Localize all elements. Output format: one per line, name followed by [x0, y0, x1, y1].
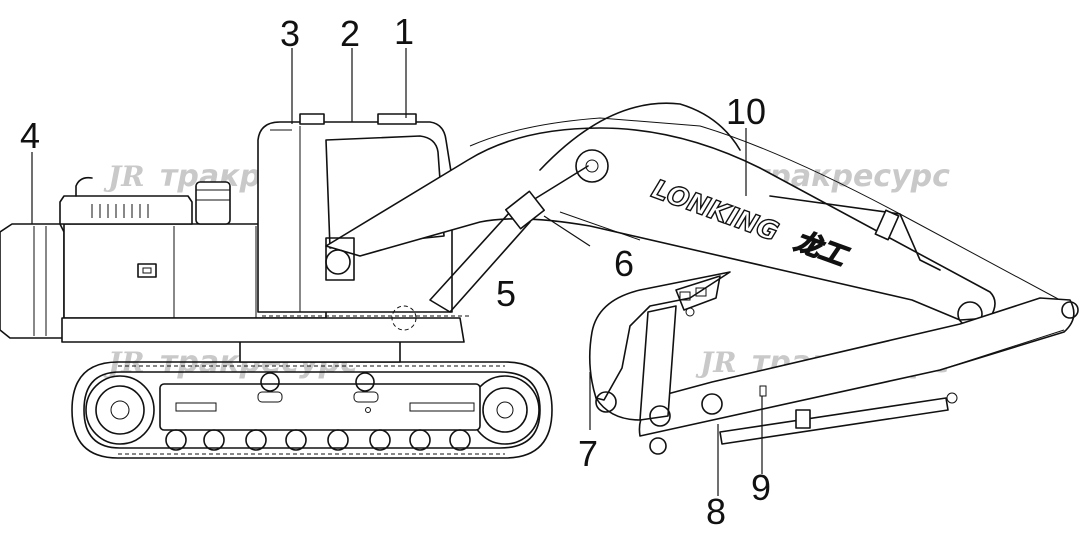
callout-8: 8: [706, 491, 726, 532]
callout-7: 7: [578, 433, 598, 474]
callout-3: 3: [280, 13, 300, 54]
callout-4: 4: [20, 115, 40, 156]
leader-lines: [31, 48, 763, 496]
boom-cylinder: [391, 165, 589, 331]
counterweight: [0, 223, 65, 339]
callout-2: 2: [340, 13, 360, 54]
watermark-logo: JR: [695, 346, 737, 379]
operator-cab: [257, 113, 453, 313]
callouts: 1 2 3 4 5 6 7 8 9 10: [20, 11, 771, 532]
callout-1: 1: [394, 11, 414, 52]
boom: [325, 102, 1061, 327]
callout-6: 6: [614, 243, 634, 284]
bucket: [588, 271, 731, 427]
track-assembly: [71, 339, 553, 459]
callout-5: 5: [496, 273, 516, 314]
callout-10: 10: [726, 91, 766, 132]
callout-9: 9: [751, 467, 771, 508]
watermark-logo: JR: [103, 160, 145, 193]
